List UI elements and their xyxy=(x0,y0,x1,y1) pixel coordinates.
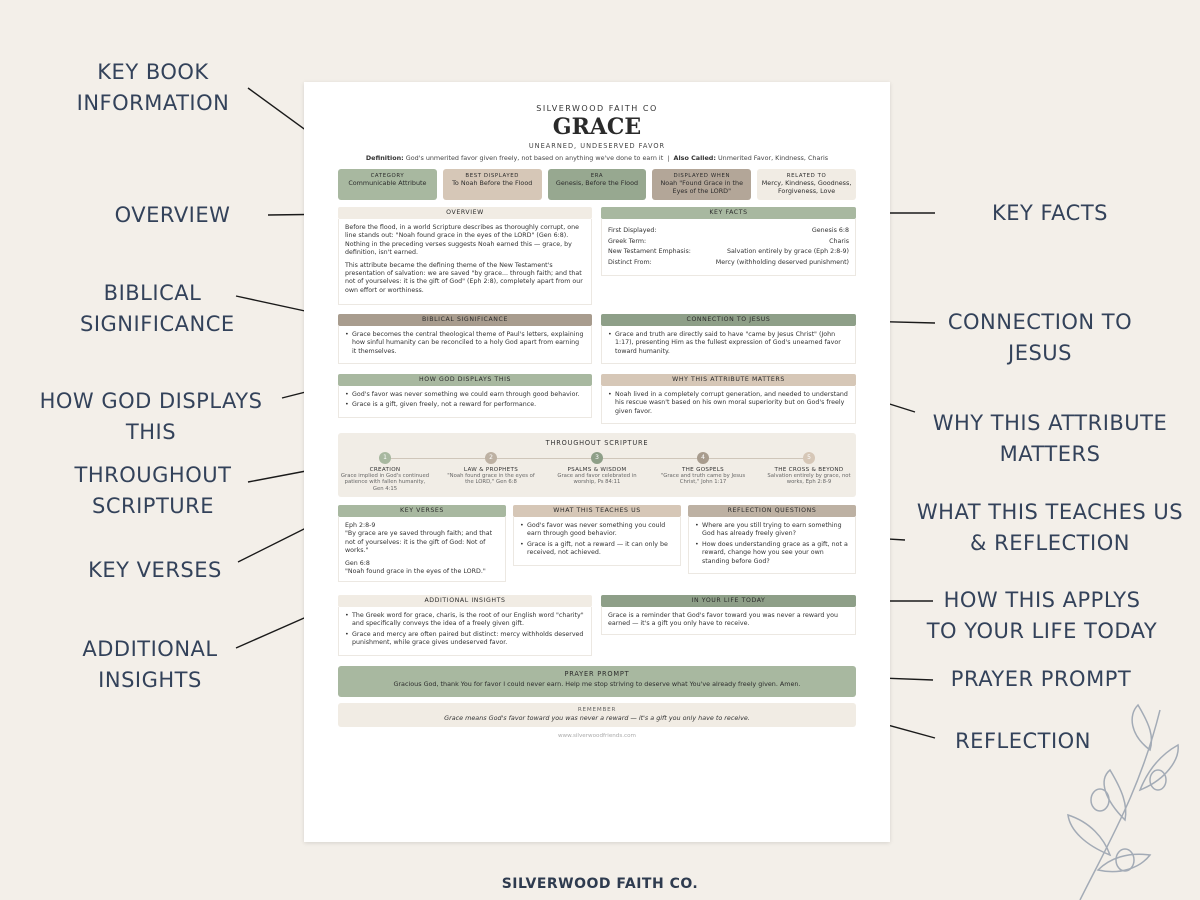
displayed-when-box: DISPLAYED WHEN Noah "Found Grace in the … xyxy=(652,169,752,200)
list-item: Grace is a gift, not a reward — it can o… xyxy=(520,541,674,558)
remember-section: REMEMBER Grace means God's favor toward … xyxy=(338,703,856,727)
list-item: Noah lived in a completely corrupt gener… xyxy=(608,391,849,416)
verse-text: "Noah found grace in the eyes of the LOR… xyxy=(345,568,486,576)
callout-reflection: REFLECTION xyxy=(955,729,1091,753)
remember-text: Grace means God's favor toward you was n… xyxy=(444,714,750,722)
callout-how-god-displays: HOW GOD DISPLAYS THIS xyxy=(39,389,263,444)
your-life-today-section: IN YOUR LIFE TODAY Grace is a reminder t… xyxy=(601,595,856,635)
teaches-us-header: WHAT THIS TEACHES US xyxy=(513,505,681,517)
list-item: Grace becomes the central theological th… xyxy=(345,331,585,356)
timeline-step: 3 PSALMS & WISDOM Grace and favor celebr… xyxy=(557,452,637,486)
key-fact-row: Greek Term:Charis xyxy=(608,237,849,245)
doc-brand: SILVERWOOD FAITH CO xyxy=(536,104,658,113)
list-item: Where are you still trying to earn somet… xyxy=(695,522,849,539)
reflection-questions-header: REFLECTION QUESTIONS xyxy=(688,505,856,517)
list-item: Grace and truth are directly said to hav… xyxy=(608,331,849,356)
prayer-prompt-section: PRAYER PROMPT Gracious God, thank You fo… xyxy=(338,666,856,697)
callout-connection-to-jesus: CONNECTION TO JESUS xyxy=(947,310,1133,365)
website-link[interactable]: www.silverwoodfriends.com xyxy=(557,733,637,739)
timeline-step: 1 CREATION Grace implied in God's contin… xyxy=(340,452,430,492)
callout-applies-today: HOW THIS APPLYS TO YOUR LIFE TODAY xyxy=(926,588,1158,643)
list-item: Grace and mercy are often paired but dis… xyxy=(345,631,585,648)
additional-insights-section: ADDITIONAL INSIGHTS The Greek word for g… xyxy=(338,595,592,656)
step-number: 2 xyxy=(485,452,497,464)
throughout-scripture-title: THROUGHOUT SCRIPTURE xyxy=(545,439,649,447)
callout-key-book-info: KEY BOOK INFORMATION xyxy=(76,60,230,115)
list-item: Grace is a gift, given freely, not a rew… xyxy=(345,401,585,410)
document-page: SILVERWOOD FAITH CO GRACE UNEARNED, UNDE… xyxy=(304,82,890,842)
list-item: The Greek word for grace, charis, is the… xyxy=(345,612,585,629)
connection-to-jesus-section: CONNECTION TO JESUS Grace and truth are … xyxy=(601,314,856,365)
callout-teaches-reflection: WHAT THIS TEACHES US & REFLECTION xyxy=(916,500,1184,555)
verse-text: "By grace are ye saved through faith; an… xyxy=(345,530,493,555)
key-fact-row: New Testament Emphasis:Salvation entirel… xyxy=(608,248,849,255)
best-displayed-box: BEST DISPLAYED To Noah Before the Flood xyxy=(442,169,542,200)
callout-prayer-prompt: PRAYER PROMPT xyxy=(950,667,1132,691)
overview-paragraph: Before the flood, in a world Scripture d… xyxy=(345,224,579,257)
step-number: 5 xyxy=(803,452,815,464)
why-attribute-matters-header: WHY THIS ATTRIBUTE MATTERS xyxy=(601,374,856,386)
key-fact-row: Distinct From:Mercy (withholding deserve… xyxy=(608,258,849,266)
key-verses-section: KEY VERSES Eph 2:8-9 "By grace are ye sa… xyxy=(338,505,506,583)
related-to-box: RELATED TO Mercy, Kindness, Goodness, Fo… xyxy=(757,169,856,200)
key-verses-header: KEY VERSES xyxy=(338,505,506,517)
timeline-step: 2 LAW & PROPHETS "Noah found grace in th… xyxy=(447,452,535,486)
key-facts-header: KEY FACTS xyxy=(601,207,856,219)
timeline-step: 4 THE GOSPELS "Grace and truth came by J… xyxy=(660,452,746,486)
verse-reference: Eph 2:8-9 xyxy=(345,522,376,529)
key-facts-section: KEY FACTS First Displayed:Genesis 6:8 Gr… xyxy=(601,207,856,276)
doc-subtitle: UNEARNED, UNDESERVED FAVOR xyxy=(528,142,666,150)
how-god-displays-header: HOW GOD DISPLAYS THIS xyxy=(338,374,592,386)
overview-header: OVERVIEW xyxy=(338,207,592,219)
list-item: How does understanding grace as a gift, … xyxy=(695,541,849,566)
how-god-displays-section: HOW GOD DISPLAYS THIS God's favor was ne… xyxy=(338,374,592,418)
overview-section: OVERVIEW Before the flood, in a world Sc… xyxy=(338,207,592,306)
biblical-significance-header: BIBLICAL SIGNIFICANCE xyxy=(338,314,592,326)
step-number: 3 xyxy=(591,452,603,464)
callout-throughout-scripture: THROUGHOUT SCRIPTURE xyxy=(74,463,232,518)
list-item: God's favor was never something you coul… xyxy=(520,522,674,539)
reflection-questions-section: REFLECTION QUESTIONS Where are you still… xyxy=(688,505,856,575)
your-life-today-header: IN YOUR LIFE TODAY xyxy=(601,595,856,607)
why-attribute-matters-section: WHY THIS ATTRIBUTE MATTERS Noah lived in… xyxy=(601,374,856,425)
connection-to-jesus-header: CONNECTION TO JESUS xyxy=(601,314,856,326)
list-item: God's favor was never something we could… xyxy=(345,391,585,400)
callout-overview: OVERVIEW xyxy=(114,203,231,227)
category-box: CATEGORY Communicable Attribute xyxy=(338,169,437,200)
definition-line: Definition: God's unmerited favor given … xyxy=(365,154,829,162)
prayer-prompt-title: PRAYER PROMPT xyxy=(564,670,630,678)
teaches-us-section: WHAT THIS TEACHES US God's favor was nev… xyxy=(513,505,681,566)
footer-brand: SILVERWOOD FAITH CO. xyxy=(501,876,699,892)
category-boxes: CATEGORY Communicable Attribute BEST DIS… xyxy=(338,169,856,200)
additional-insights-header: ADDITIONAL INSIGHTS xyxy=(338,595,592,607)
callout-key-facts: KEY FACTS xyxy=(991,201,1108,225)
verse-reference: Gen 6:8 xyxy=(345,559,370,567)
biblical-significance-section: BIBLICAL SIGNIFICANCE Grace becomes the … xyxy=(338,314,592,365)
step-number: 1 xyxy=(379,452,391,464)
throughout-scripture-section: THROUGHOUT SCRIPTURE 1 CREATION Grace im… xyxy=(338,433,856,497)
step-number: 4 xyxy=(697,452,709,464)
overview-paragraph: This attribute became the defining theme… xyxy=(345,261,583,294)
doc-title: GRACE xyxy=(552,114,642,140)
remember-title: REMEMBER xyxy=(577,707,617,713)
key-fact-row: First Displayed:Genesis 6:8 xyxy=(608,227,849,234)
callout-key-verses: KEY VERSES xyxy=(88,558,222,582)
timeline-step: 5 THE CROSS & BEYOND Salvation entirely … xyxy=(767,452,851,486)
prayer-prompt-text: Gracious God, thank You for favor I coul… xyxy=(393,680,801,688)
callout-why-attribute-matters: WHY THIS ATTRIBUTE MATTERS xyxy=(932,411,1168,466)
callout-additional-insights: ADDITIONAL INSIGHTS xyxy=(82,637,218,692)
era-box: ERA Genesis, Before the Flood xyxy=(547,169,647,200)
your-life-today-text: Grace is a reminder that God's favor tow… xyxy=(601,607,856,635)
callout-biblical-significance: BIBLICAL SIGNIFICANCE xyxy=(80,281,235,336)
